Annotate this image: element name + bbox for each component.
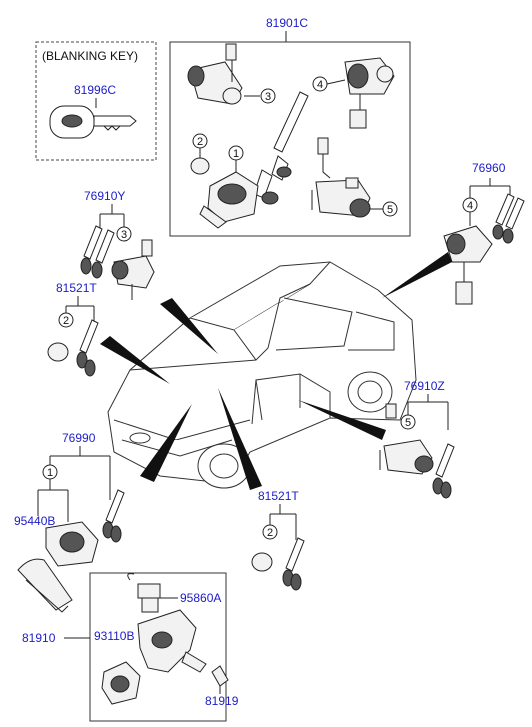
- part-76910Z-label[interactable]: 76910Z: [404, 379, 445, 393]
- part-81910-label[interactable]: 81910: [22, 631, 56, 645]
- callout-3-text: 3: [121, 229, 127, 241]
- part-93110B-label[interactable]: 93110B: [94, 629, 134, 643]
- key-pair-icon: [282, 537, 305, 591]
- key-pair-icon: [76, 319, 99, 377]
- part-81521T-left-label[interactable]: 81521T: [56, 281, 97, 295]
- retainer-ring-icon: [190, 157, 210, 175]
- lock-81521T-left-group: 81521T 2: [47, 281, 99, 377]
- lock-76990-group: 76990 1 95440B: [14, 431, 125, 613]
- part-76960-label[interactable]: 76960: [472, 161, 506, 175]
- door-lock-cylinder-icon: [187, 43, 260, 105]
- part-76910Y-label[interactable]: 76910Y: [84, 189, 125, 203]
- part-81919-label[interactable]: 81919: [205, 694, 239, 708]
- blanking-key-box: [35, 41, 157, 161]
- door-lock-assembly-icon: [379, 403, 434, 475]
- callout-1-text: 1: [47, 467, 53, 479]
- key-blade-icon: [253, 91, 309, 205]
- shear-bolt-icon: [211, 665, 229, 694]
- lock-81521T-bottom-group: 81521T 2: [251, 489, 305, 591]
- lock-76910Y-group: 76910Y 3: [80, 189, 155, 300]
- callout-5: [400, 414, 416, 430]
- blanking-key-icon: [49, 105, 137, 139]
- key-pair-icon: [80, 225, 115, 279]
- callout-5-text: 5: [405, 417, 411, 429]
- callout-2-text: 2: [63, 315, 69, 327]
- tailgate-lock-icon: [443, 225, 493, 305]
- lock-81910-group: 81910 95860A 93110B 81919: [22, 572, 239, 722]
- retainer-ring-icon: [47, 342, 69, 362]
- door-lock-cylinder-icon: [111, 239, 155, 300]
- callout-2: [58, 312, 74, 328]
- part-81901C-label[interactable]: 81901C: [266, 16, 308, 30]
- retainer-ring-icon: [251, 552, 273, 572]
- lock-76910Z-group: 76910Z 5: [379, 379, 455, 499]
- ignition-switch-icon: [101, 661, 141, 705]
- callout-4-text: 4: [317, 79, 323, 91]
- key-pair-icon: [102, 489, 125, 543]
- trunk-lock-icon: [344, 57, 395, 129]
- lock-76960-group: 76960 4: [443, 161, 525, 305]
- callout-3: [116, 226, 132, 242]
- lock-81910-box: [89, 572, 227, 722]
- door-lock-assembly-icon: [311, 177, 371, 218]
- pointer-wedges: [100, 252, 452, 490]
- callout-1-text: 1: [233, 148, 239, 160]
- pointer-wedge: [298, 400, 386, 440]
- ignition-switch-icon: [17, 521, 99, 613]
- callout-2: [262, 524, 278, 540]
- pointer-wedge: [382, 252, 452, 298]
- key-pair-icon: [492, 193, 525, 244]
- immobilizer-module-icon: [127, 573, 161, 613]
- pointer-wedge: [100, 336, 170, 384]
- callout-5-text: 5: [387, 204, 393, 216]
- callout-3-text: 3: [265, 91, 271, 103]
- lock-set-box: [169, 41, 411, 237]
- steering-lock-body-icon: [137, 609, 207, 673]
- part-81521T-bottom-label[interactable]: 81521T: [258, 489, 299, 503]
- callout-2-text: 2: [197, 136, 203, 148]
- pointer-wedge: [160, 298, 218, 354]
- part-95440B-label[interactable]: 95440B: [14, 514, 55, 528]
- ignition-cylinder-icon: [199, 171, 259, 229]
- part-95860A-label[interactable]: 95860A: [180, 591, 221, 605]
- callout-3: [260, 88, 276, 104]
- pointer-wedge: [218, 388, 262, 490]
- blanking-key-group: (BLANKING KEY) 81996C: [35, 41, 157, 161]
- pointer-wedge: [140, 404, 192, 482]
- key-pair-icon: [432, 443, 455, 499]
- wire-connector-icon: [317, 137, 331, 179]
- part-76990-label[interactable]: 76990: [62, 431, 96, 445]
- callout-2-text: 2: [267, 527, 273, 539]
- blanking-key-title: (BLANKING KEY): [42, 49, 138, 63]
- lock-set-81901C-group: 81901C 3 2 1: [169, 16, 411, 237]
- vehicle-illustration: [107, 261, 417, 489]
- part-81996C-label[interactable]: 81996C: [74, 83, 116, 97]
- callout-4-text: 4: [467, 200, 473, 212]
